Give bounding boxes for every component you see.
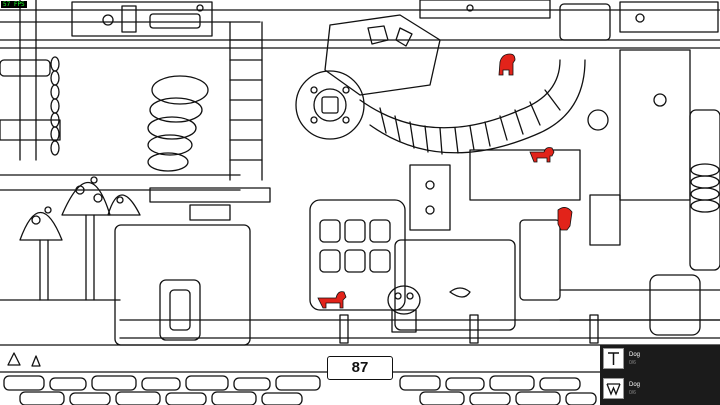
notification-item[interactable]: Dog 0/6	[600, 375, 720, 405]
dog-silhouette-icon	[603, 378, 624, 399]
found-dog-4[interactable]	[317, 291, 347, 309]
dog-silhouette-icon	[603, 348, 624, 369]
gear-machine	[295, 14, 441, 140]
control-cabinet	[309, 164, 516, 331]
lower-left-machine	[0, 187, 720, 346]
ladder	[229, 21, 263, 181]
main-pipe	[119, 314, 720, 344]
top-pipes	[0, 0, 720, 49]
ribbed-hose	[359, 59, 586, 155]
remaining-items-counter: 87	[327, 356, 393, 380]
found-dogs	[317, 53, 573, 309]
notification-title: Dog	[629, 382, 641, 388]
coil-spring	[147, 75, 209, 172]
notification-item[interactable]: Dog 0/6	[600, 345, 720, 375]
found-dog-1[interactable]	[498, 53, 516, 76]
found-dog-2[interactable]	[529, 147, 555, 163]
mushrooms	[19, 176, 141, 301]
left-column	[0, 0, 241, 191]
fps-counter: 57 FPS	[1, 1, 27, 8]
found-dog-3[interactable]	[557, 207, 573, 231]
notification-title: Dog	[629, 352, 641, 358]
found-notifications-panel: Dog 0/6 Dog 0/6	[600, 345, 720, 405]
notification-subtitle: 0/6	[629, 360, 636, 366]
notification-subtitle: 0/6	[629, 390, 636, 396]
right-machinery	[469, 49, 720, 336]
robot-figure	[387, 285, 471, 333]
